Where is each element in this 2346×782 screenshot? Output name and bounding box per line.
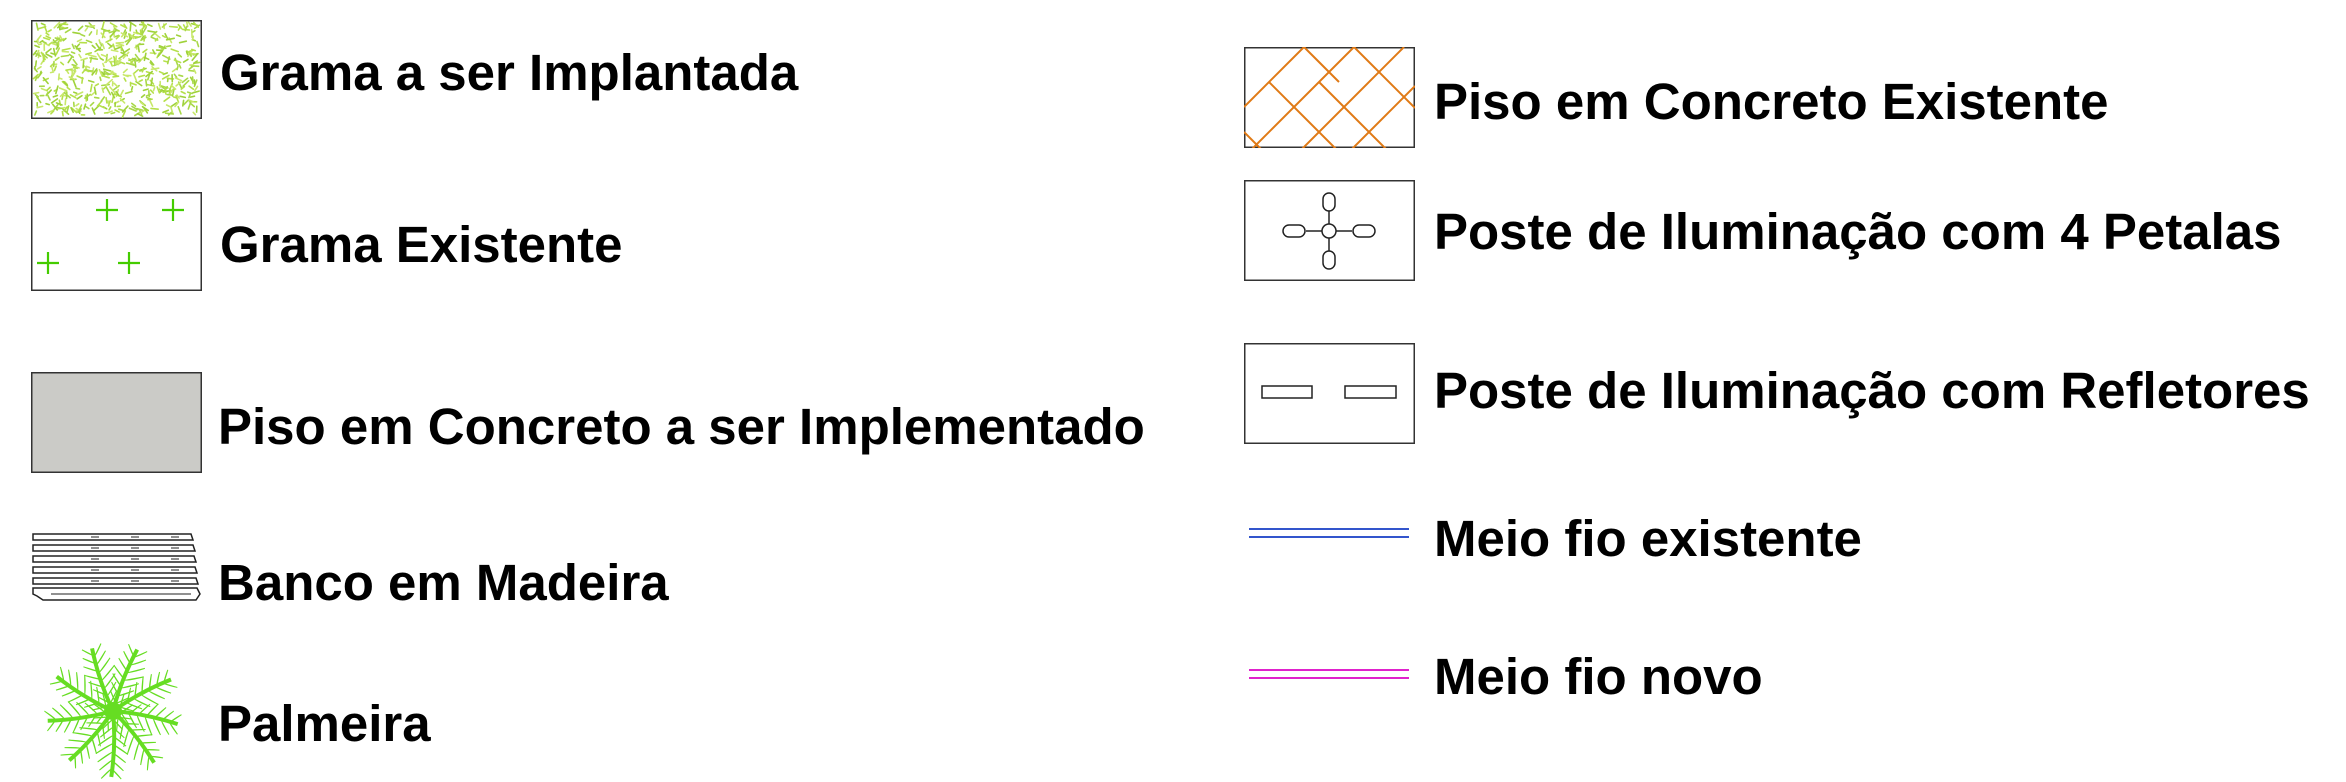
wooden-bench-swatch <box>31 530 201 606</box>
legend-label-existing-curb: Meio fio existente <box>1434 510 1862 567</box>
palm-tree-swatch <box>40 640 186 782</box>
new-curb-line-icon <box>1249 669 1409 679</box>
legend-label-wooden-bench: Banco em Madeira <box>218 554 669 611</box>
reflector-light-swatch <box>1244 343 1415 444</box>
four-petal-light-swatch <box>1244 180 1415 281</box>
legend-label-existing-grass: Grama Existente <box>220 216 623 273</box>
grass-to-plant-pattern-icon <box>31 20 202 119</box>
new-concrete-fill-icon <box>31 372 202 473</box>
legend-label-reflector-light: Poste de Iluminação com Refletores <box>1434 362 2310 419</box>
legend-label-new-concrete: Piso em Concreto a ser Implementado <box>218 398 1145 455</box>
new-concrete-swatch <box>31 372 202 473</box>
legend-label-new-curb: Meio fio novo <box>1434 648 1763 705</box>
palm-tree-icon <box>44 643 182 780</box>
existing-grass-swatch <box>31 192 202 291</box>
legend-label-four-petal-light: Poste de Iluminação com 4 Petalas <box>1434 203 2282 260</box>
reflector-light-pole-icon <box>1244 343 1415 444</box>
legend-label-grass-to-plant: Grama a ser Implantada <box>220 44 799 101</box>
existing-concrete-swatch <box>1244 47 1415 148</box>
four-petal-light-pole-icon <box>1244 180 1415 281</box>
existing-curb-swatch <box>1249 526 1409 540</box>
new-curb-swatch <box>1249 667 1409 681</box>
grass-to-plant-swatch <box>31 20 202 119</box>
wooden-bench-icon <box>32 533 201 601</box>
legend-label-existing-concrete: Piso em Concreto Existente <box>1434 73 2109 130</box>
existing-grass-pattern-icon <box>31 192 202 291</box>
legend-label-palm-tree: Palmeira <box>218 695 431 752</box>
existing-concrete-hatch-icon <box>1244 47 1415 148</box>
existing-curb-line-icon <box>1249 528 1409 538</box>
